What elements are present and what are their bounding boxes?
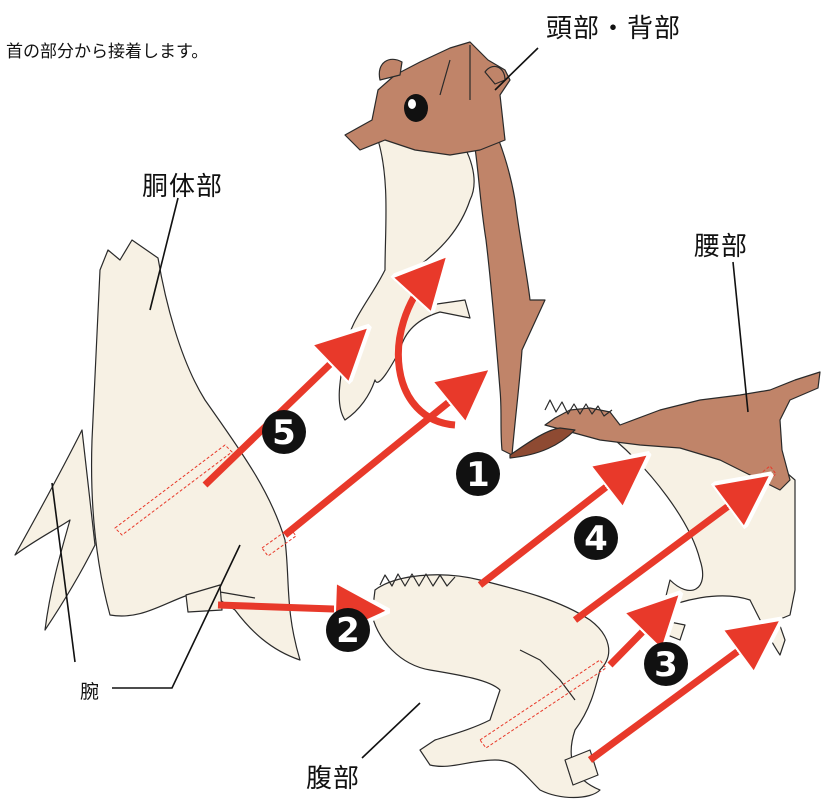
label-waist: 腰部 xyxy=(694,232,749,262)
ear xyxy=(378,58,403,81)
step-badge-1: 1 xyxy=(456,452,500,496)
waist-piece xyxy=(544,371,821,491)
step-badge-2: 2 xyxy=(326,608,370,652)
arrow-step-5-lower xyxy=(282,385,470,538)
back-strip xyxy=(469,119,546,456)
svg-text:2: 2 xyxy=(336,611,360,651)
arrow-step-4-left xyxy=(477,470,628,588)
label-torso: 胴体部 xyxy=(142,172,224,202)
arrow-step-2 xyxy=(217,605,362,610)
arm-piece xyxy=(14,429,96,631)
label-arm: 腕 xyxy=(80,681,100,703)
svg-text:5: 5 xyxy=(272,413,296,453)
step-badge-3: 3 xyxy=(644,642,688,686)
step-badges: 1 2 3 4 5 xyxy=(262,410,688,686)
eye xyxy=(404,94,428,122)
fold-tab xyxy=(185,584,223,613)
label-belly: 腹部 xyxy=(306,764,361,794)
svg-text:3: 3 xyxy=(654,645,678,685)
torso-piece xyxy=(90,239,301,661)
svg-text:1: 1 xyxy=(466,455,490,495)
torso-part xyxy=(14,239,301,661)
svg-text:4: 4 xyxy=(584,519,608,559)
step-badge-5: 5 xyxy=(262,410,306,454)
instruction-text: 首の部分から接着します。 xyxy=(6,42,209,62)
arrow-step-3-upper xyxy=(607,612,662,668)
belly-piece xyxy=(371,574,610,799)
label-head-back: 頭部・背部 xyxy=(546,14,682,44)
neck-piece xyxy=(338,134,475,421)
assembly-arrows xyxy=(202,275,760,763)
head-piece xyxy=(344,41,511,156)
arrow-step-3-lower xyxy=(587,635,760,763)
head-back-part xyxy=(338,41,546,456)
belly-part xyxy=(371,573,610,799)
neck-flap xyxy=(509,427,576,459)
arrow-step-4-right xyxy=(572,490,750,623)
step-badge-4: 4 xyxy=(574,516,618,560)
leader-lines xyxy=(51,47,749,759)
